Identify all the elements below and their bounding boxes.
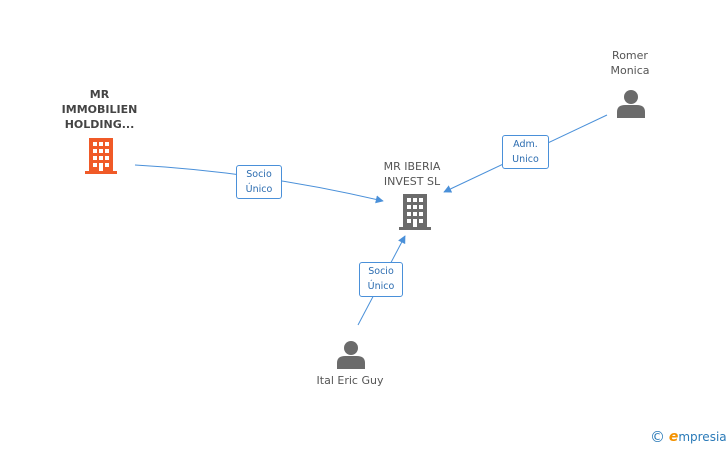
node-label-romer-monica[interactable]: Romer Monica: [595, 48, 665, 78]
edge-label-immobilien-to-iberia[interactable]: Socio Único: [236, 165, 282, 199]
edge-label-romer-to-iberia[interactable]: Adm. Unico: [502, 135, 549, 169]
node-label-ital-eric-guy[interactable]: Ital Eric Guy: [300, 373, 400, 388]
person-icon[interactable]: [336, 339, 366, 369]
edge-label-line: Socio: [246, 169, 272, 180]
empresia-logo: © empresia: [650, 428, 727, 446]
label-line: Ital Eric Guy: [316, 374, 384, 387]
node-label-mr-immobilien[interactable]: MR IMMOBILIEN HOLDING...: [52, 87, 147, 132]
building-icon[interactable]: [84, 138, 118, 174]
copyright-symbol: ©: [650, 428, 665, 446]
label-line: HOLDING...: [64, 118, 135, 131]
label-line: MR IBERIA: [383, 160, 441, 173]
edge-label-line: Socio: [368, 266, 394, 277]
edge-label-line: Único: [367, 281, 395, 292]
label-line: MR: [89, 88, 110, 101]
label-line: Monica: [610, 64, 650, 77]
building-icon[interactable]: [398, 194, 432, 230]
edge-label-ital-to-iberia[interactable]: Socio Único: [359, 262, 403, 297]
edge-label-line: Unico: [512, 154, 539, 165]
label-line: INVEST SL: [383, 175, 441, 188]
person-icon[interactable]: [616, 88, 646, 118]
label-line: IMMOBILIEN: [61, 103, 138, 116]
brand-initial: e: [668, 429, 679, 445]
node-label-mr-iberia[interactable]: MR IBERIA INVEST SL: [362, 159, 462, 189]
edge-label-line: Adm.: [513, 139, 538, 150]
label-line: Romer: [612, 49, 648, 62]
brand-name: mpresia: [678, 430, 727, 444]
edge-label-line: Único: [245, 184, 273, 195]
